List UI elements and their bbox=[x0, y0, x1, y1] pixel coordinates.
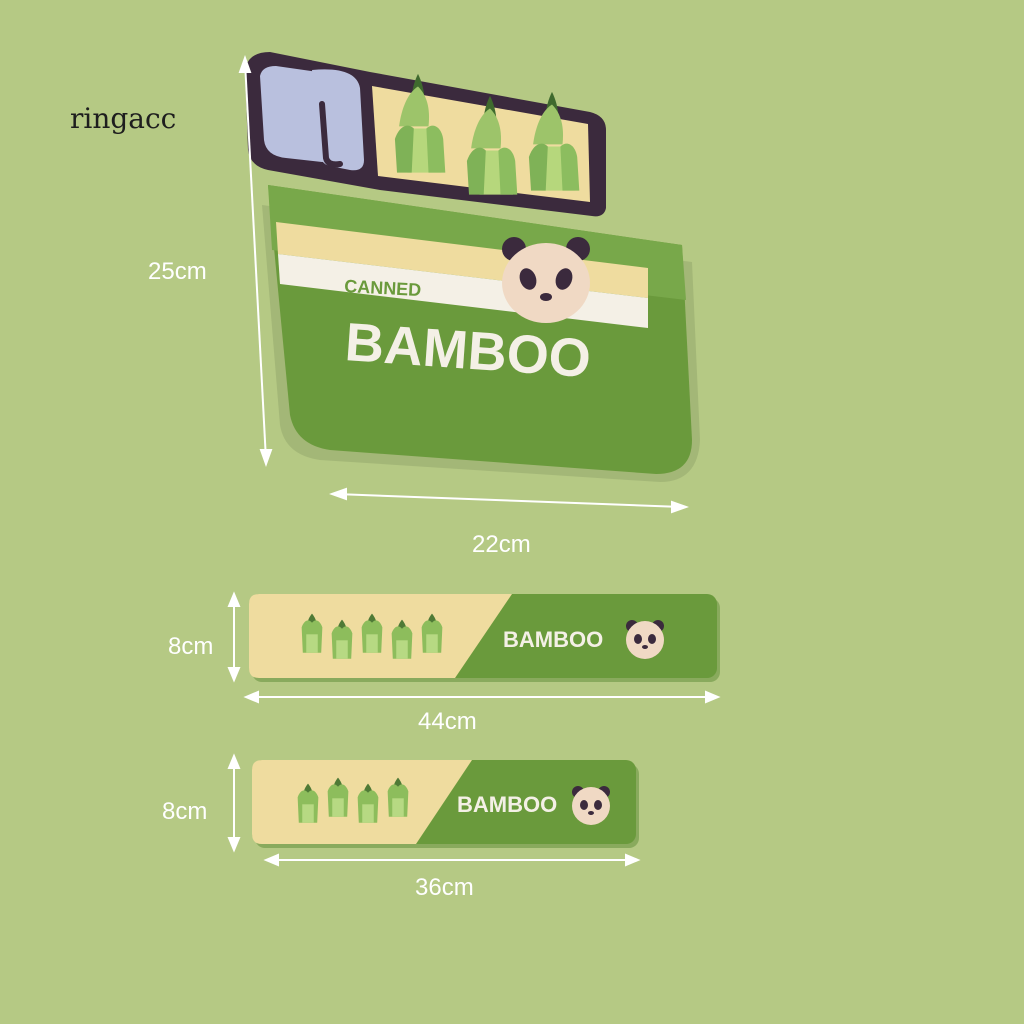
pad-dimension-lines bbox=[238, 55, 689, 514]
panda-icon bbox=[626, 620, 664, 659]
panda-icon bbox=[572, 786, 610, 825]
canned-label: CANNED bbox=[344, 276, 422, 300]
wrist-rest-short: BAMBOO bbox=[252, 760, 639, 848]
long-rest-width-label: 44cm bbox=[418, 708, 477, 735]
short-rest-width-label: 36cm bbox=[415, 874, 474, 901]
short-rest-height-label: 8cm bbox=[162, 798, 208, 825]
long-rest-dimension-lines bbox=[227, 591, 721, 704]
pad-height-label: 25cm bbox=[148, 258, 207, 285]
wrist-rest-long: BAMBOO bbox=[249, 594, 720, 682]
panda-icon bbox=[502, 237, 590, 323]
short-rest-label: BAMBOO bbox=[457, 792, 557, 817]
long-rest-label: BAMBOO bbox=[503, 627, 603, 652]
mouse-pad: CANNED BAMBOO bbox=[245, 52, 700, 482]
watermark: ringacc bbox=[70, 102, 177, 135]
pad-width-label: 22cm bbox=[472, 531, 531, 558]
can-lid-icon bbox=[260, 66, 333, 162]
long-rest-height-label: 8cm bbox=[168, 633, 214, 660]
short-rest-dimension-lines bbox=[227, 753, 641, 867]
